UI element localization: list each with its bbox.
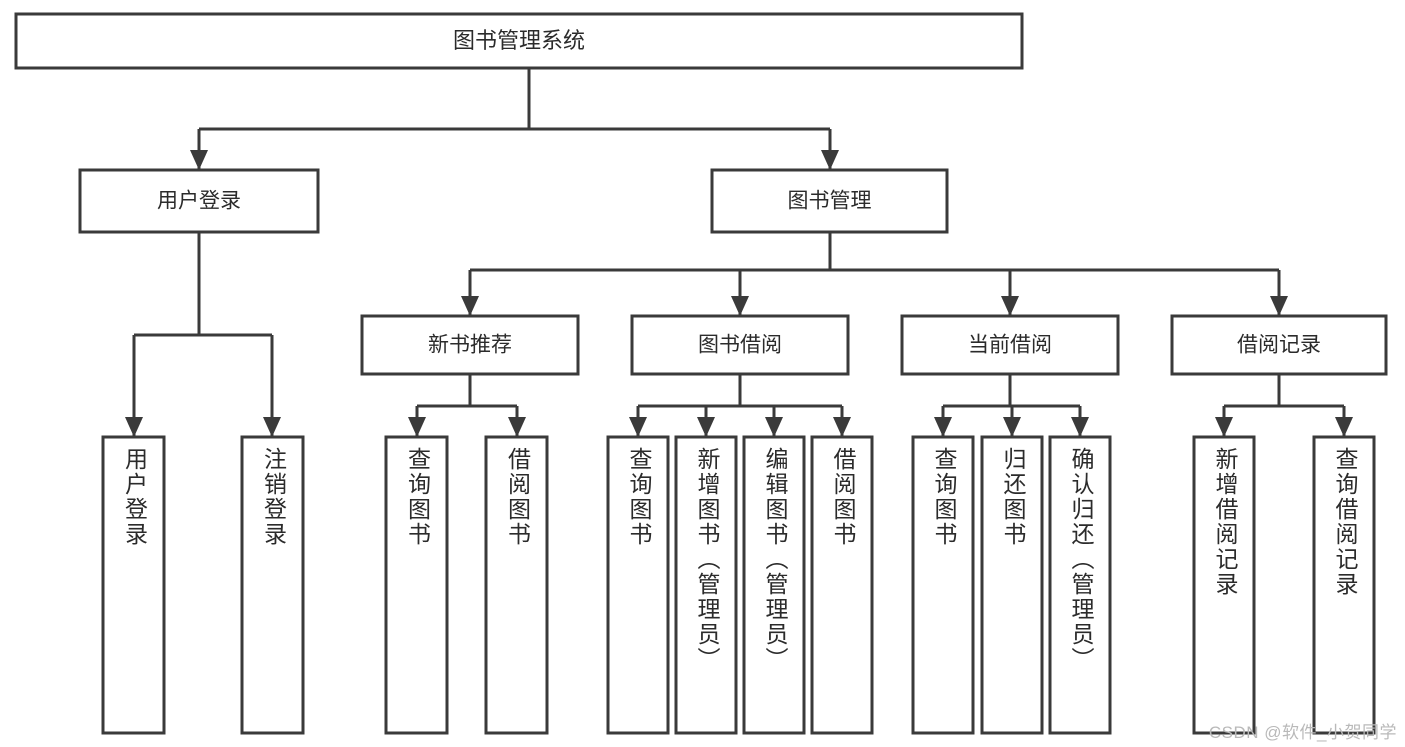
arrow-head-icon-userlogin-1: [263, 417, 281, 437]
node-label-current-borrow: 当前借阅: [968, 334, 1052, 357]
node-label-borrow-record: 借阅记录: [1237, 334, 1321, 357]
leaf-node-leaf-query-book-borrow[interactable]: [606, 435, 670, 735]
arrow-head-icon-borrow-record-1: [1335, 417, 1353, 437]
arrow-head-icon-new-book-recommend-0: [408, 417, 426, 437]
leaf-node-leaf-user-logout[interactable]: [240, 435, 305, 735]
leaf-node-leaf-borrow-book-recommend[interactable]: [484, 435, 549, 735]
arrow-head-icon-bookmanage-1: [731, 296, 749, 316]
leaf-node-leaf-add-book-admin[interactable]: [674, 435, 738, 735]
node-label-book-borrow: 图书借阅: [698, 334, 782, 357]
node-current-borrow[interactable]: [900, 314, 1120, 376]
leaf-node-leaf-query-book-current[interactable]: [911, 435, 975, 735]
arrow-head-icon-current-borrow-0: [934, 417, 952, 437]
node-new-book-recommend[interactable]: [360, 314, 580, 376]
arrow-head-icon-bookmanage-3: [1270, 296, 1288, 316]
boxes-layer: [14, 12, 1388, 735]
node-label-new-book-recommend: 新书推荐: [428, 334, 512, 357]
csdn-watermark: CSDN @软件_小贺同学: [1208, 723, 1397, 742]
leaf-node-leaf-return-book[interactable]: [980, 435, 1044, 735]
node-label-user-login: 用户登录: [157, 190, 241, 213]
leaf-node-leaf-user-login[interactable]: [101, 435, 166, 735]
leaf-node-leaf-add-borrow-record[interactable]: [1192, 435, 1256, 735]
node-book-manage[interactable]: [710, 168, 949, 234]
arrow-head-icon-root-0: [190, 150, 208, 170]
node-book-borrow[interactable]: [630, 314, 850, 376]
arrow-head-icon-book-borrow-2: [765, 417, 783, 437]
arrow-head-icon-new-book-recommend-1: [508, 417, 526, 437]
leaf-node-leaf-edit-book-admin[interactable]: [742, 435, 806, 735]
arrow-head-icon-root-1: [821, 150, 839, 170]
node-user-login[interactable]: [78, 168, 320, 234]
leaf-node-leaf-borrow-book[interactable]: [810, 435, 874, 735]
leaf-node-leaf-confirm-return-admin[interactable]: [1048, 435, 1112, 735]
arrow-head-icon-bookmanage-0: [461, 296, 479, 316]
node-root[interactable]: [14, 12, 1024, 70]
leaf-node-leaf-query-borrow-record[interactable]: [1312, 435, 1376, 735]
node-label-book-manage: 图书管理: [788, 190, 872, 213]
arrow-head-icon-userlogin-0: [125, 417, 143, 437]
connectors-layer: [125, 68, 1353, 437]
leaf-node-leaf-query-book-recommend[interactable]: [384, 435, 449, 735]
node-borrow-record[interactable]: [1170, 314, 1388, 376]
arrow-head-icon-current-borrow-1: [1003, 417, 1021, 437]
node-label-root: 图书管理系统: [453, 28, 585, 53]
arrow-head-icon-book-borrow-0: [629, 417, 647, 437]
arrow-head-icon-book-borrow-3: [833, 417, 851, 437]
arrow-head-icon-book-borrow-1: [697, 417, 715, 437]
arrow-head-icon-borrow-record-0: [1215, 417, 1233, 437]
arrow-head-icon-bookmanage-2: [1001, 296, 1019, 316]
arrow-head-icon-current-borrow-2: [1071, 417, 1089, 437]
